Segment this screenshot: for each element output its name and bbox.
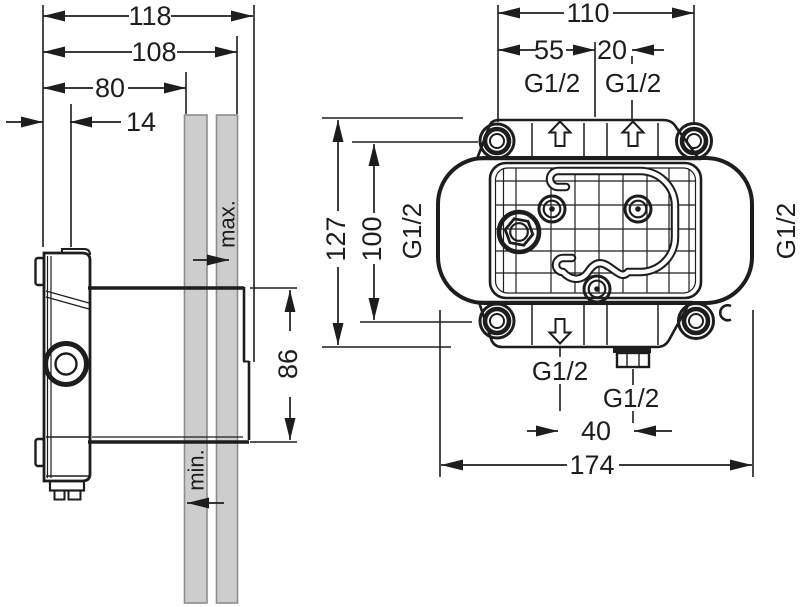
dim-label-174: 174 [569, 450, 614, 480]
dim-port-offset-top: 20 [597, 35, 664, 65]
mounting-clip-bottom [34, 437, 46, 468]
dim-port-offset-bottom: 40 [527, 416, 672, 446]
min-label: min. [184, 449, 209, 491]
dim-label-20: 20 [597, 35, 627, 65]
mounting-hole-bottom-left [482, 306, 512, 336]
port-label-top-right: G1/2 [605, 68, 661, 98]
dim-label-55: 55 [534, 35, 564, 65]
mounting-holes [482, 126, 711, 336]
port-label-bottom-center: G1/2 [532, 356, 588, 386]
flow-arrow-up-right-icon [620, 120, 646, 147]
side-view: 118 108 80 14 max. min. [6, 1, 303, 604]
dim-body-height: 86 [273, 290, 303, 440]
dim-overall-width: 174 [441, 450, 752, 480]
dim-label-108: 108 [131, 37, 176, 67]
drain-fitting [613, 347, 651, 369]
port-label-top-left: G1/2 [524, 68, 580, 98]
dim-label-14: 14 [126, 107, 156, 137]
valve-body-side [34, 248, 92, 501]
dim-hole-span-width: 110 [498, 0, 694, 28]
side-extension-lines [42, 5, 297, 443]
dim-label-86: 86 [273, 349, 303, 379]
manifold-plate-bottom [477, 300, 693, 349]
dim-overall-height: 127 [321, 120, 351, 345]
hex-plug [496, 209, 542, 255]
side-port-ring [43, 341, 89, 387]
flow-arrow-down-icon [547, 318, 573, 345]
waterway-channel [545, 166, 680, 283]
dim-label-118: 118 [128, 1, 171, 31]
mounting-hole-top-right [679, 126, 709, 156]
port-label-side-right: G1/2 [771, 203, 800, 259]
front-extension-lines [322, 5, 754, 477]
port-label-side-left: G1/2 [397, 203, 427, 259]
cast-mark-icon [718, 304, 732, 322]
mounting-clip-top [34, 256, 46, 287]
dim-to-finished-wall: 108 [43, 37, 237, 67]
dim-center-to-hole: 55 [498, 35, 595, 65]
dim-label-127: 127 [321, 216, 351, 261]
wall-depth-min-mark: min. [184, 449, 224, 509]
port-label-bottom-outlet: G1/2 [603, 383, 659, 413]
wall-depth-max-mark: max. [193, 200, 240, 266]
manifold-plate-top [475, 118, 702, 161]
dim-label-40: 40 [581, 416, 611, 446]
wall-layer-base [183, 114, 208, 604]
dim-hole-span-height: 100 [357, 144, 387, 320]
dim-flange-depth: 14 [6, 107, 156, 137]
dim-label-110: 110 [566, 0, 609, 28]
side-port-bore [54, 352, 78, 376]
flow-arrow-up-left-icon [547, 120, 573, 147]
dim-label-100: 100 [357, 216, 387, 261]
mounting-hole-top-left [482, 126, 512, 156]
dim-label-80: 80 [95, 73, 125, 103]
screw-bosses [537, 194, 653, 304]
wall-layer-finish [215, 114, 239, 604]
front-view: 110 55 20 G1/2 G1/2 127 100 G1/2 G1/2 [321, 0, 800, 480]
valve-foot [48, 479, 86, 492]
dim-to-base-wall: 80 [43, 73, 186, 103]
housing-box-side [88, 286, 251, 444]
plate-division-lines [531, 123, 659, 345]
dim-overall-depth: 118 [43, 1, 253, 31]
mounting-hole-bottom-right [681, 306, 711, 336]
max-label: max. [215, 200, 240, 248]
